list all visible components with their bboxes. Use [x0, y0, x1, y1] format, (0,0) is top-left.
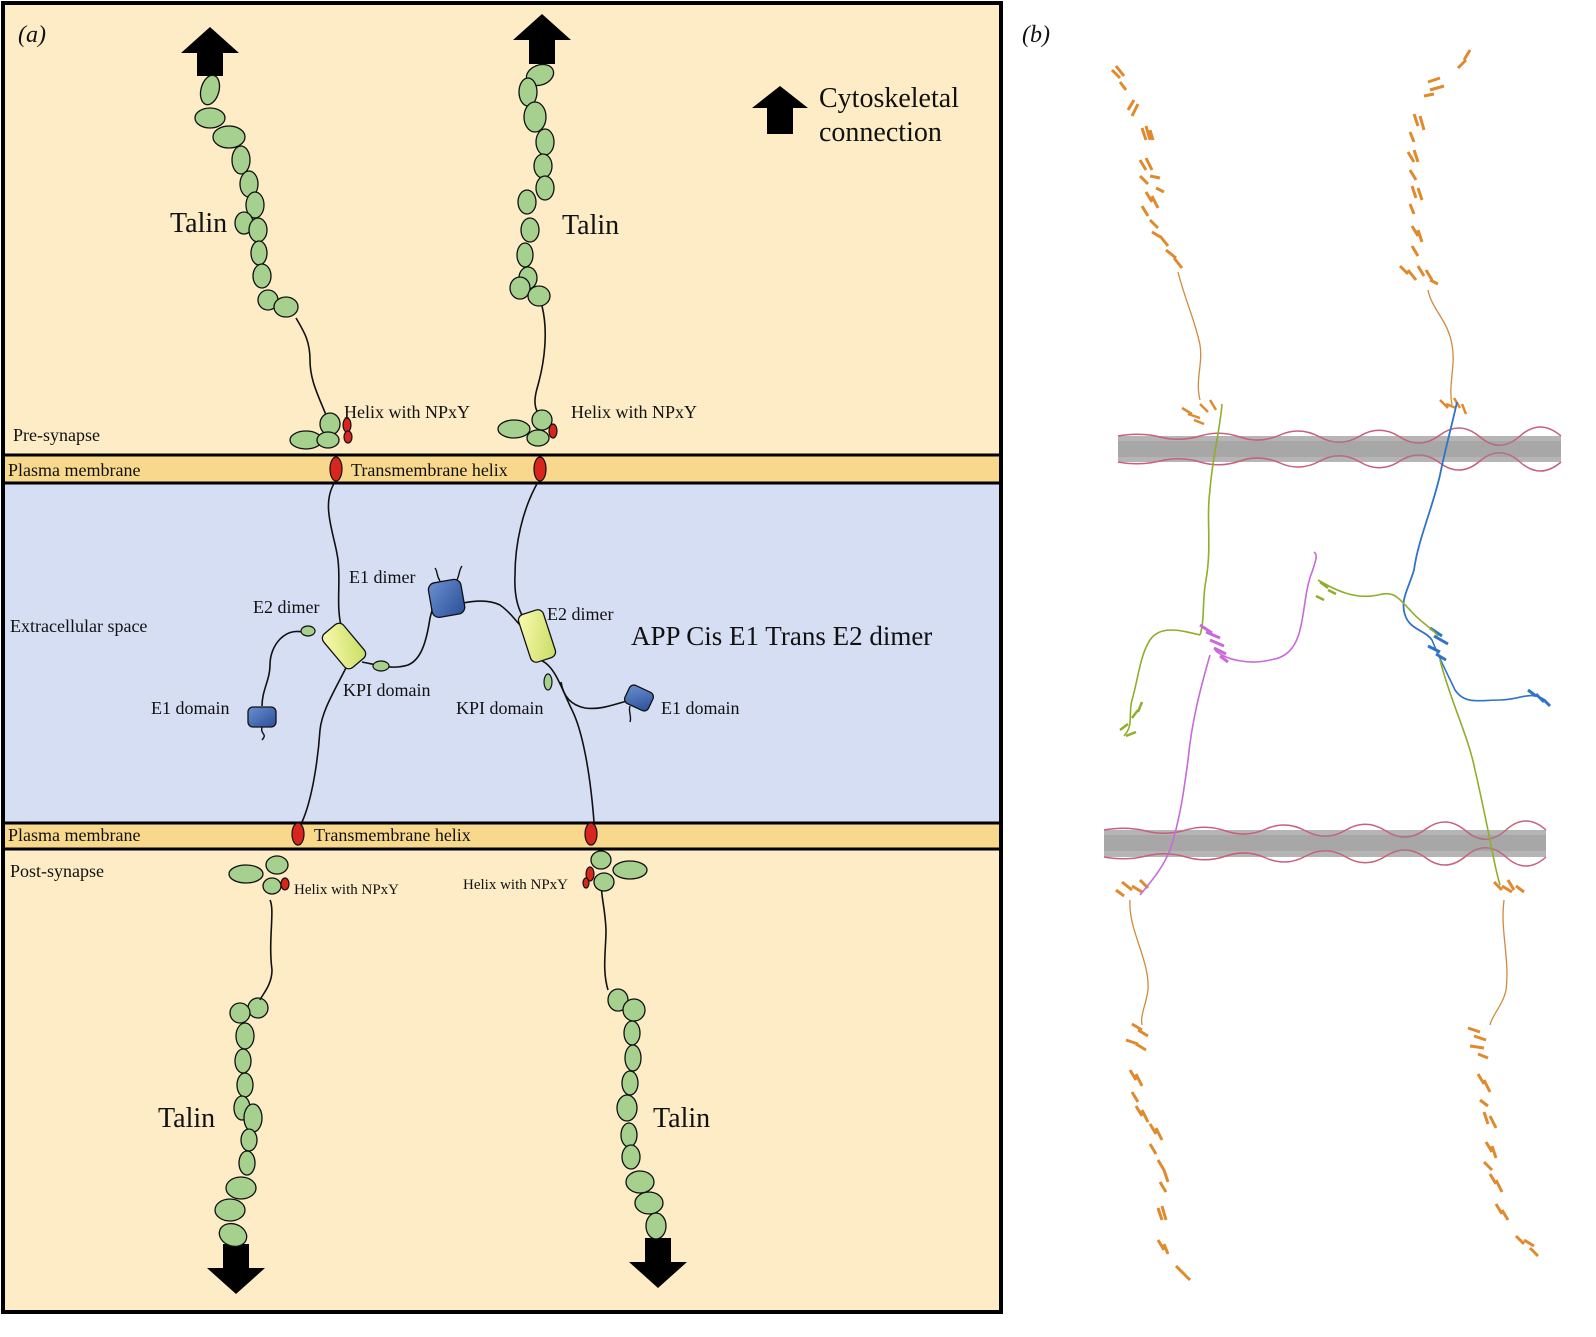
post-synapse-label: Post-synapse: [10, 861, 104, 881]
diagram-title: APP Cis E1 Trans E2 dimer: [631, 621, 932, 651]
bilayer-top: [1117, 426, 1562, 472]
arrow-up-icon: [513, 14, 571, 64]
talin-structure-bottom-right: [1467, 879, 1540, 1258]
plasma-membrane-bottom-label: Plasma membrane: [8, 825, 140, 845]
npxy-helix: [548, 423, 558, 439]
app-chain-blue: [1402, 401, 1458, 641]
arrow-down-icon: [207, 1244, 265, 1294]
e2-dimer-left: [321, 622, 367, 670]
tm-helix-bottom-right: [584, 822, 598, 846]
tm-helix-bottom-left: [291, 822, 305, 846]
kpi-domain-label: KPI domain: [343, 680, 431, 700]
pre-synapse-label: Pre-synapse: [13, 425, 100, 445]
app-chain-green-top: [1199, 403, 1223, 636]
app-chain-magenta-top: [1214, 551, 1317, 663]
npxy-helix: [280, 877, 290, 891]
app-chain-blue-tail: [1431, 639, 1546, 702]
talin-bottom-right: [607, 988, 667, 1240]
extracellular-region: [3, 483, 1001, 823]
talin-structure-top-left: [1110, 65, 1184, 269]
helix-npxy-label: Helix with NPxY: [463, 877, 568, 893]
red-helices: [280, 417, 598, 891]
app-chain-magenta-bottom: [1139, 654, 1211, 896]
npxy-cluster-top-right: [497, 409, 553, 447]
e1-dimer-label: E1 dimer: [349, 567, 415, 587]
tm-helix-label: Transmembrane helix: [314, 825, 471, 845]
plasma-membrane-top: [3, 455, 1001, 483]
legend-line-1: Cytoskeletal: [819, 83, 959, 114]
talin-label: Talin: [653, 1103, 710, 1134]
e2-dimer-label: E2 dimer: [253, 597, 319, 617]
e2-dimer-right: [517, 609, 557, 663]
talin-top-right: [509, 63, 555, 307]
arrow-up-icon: [181, 27, 239, 76]
plasma-membrane-top-label: Plasma membrane: [8, 460, 140, 480]
helix-npxy-label: Helix with NPxY: [344, 402, 470, 422]
tm-helix-top-left: [329, 456, 343, 482]
app-e1-green: [1119, 701, 1144, 738]
arrow-up-icon: [752, 86, 808, 134]
e1-domain-left-block: [247, 706, 277, 728]
extracellular-label: Extracellular space: [10, 616, 147, 636]
e1-domains: [247, 578, 655, 728]
talin-structure-top-right: [1398, 49, 1472, 286]
plasma-membrane-bottom: [3, 823, 1001, 849]
talin-structure-bottom-left: [1115, 878, 1192, 1282]
e1-tails: [260, 565, 632, 741]
talin-head-top-left: [1181, 399, 1218, 426]
panel-a-frame: [1, 1, 1003, 1314]
talin-label: Talin: [170, 208, 227, 239]
npxy-helix: [582, 877, 590, 889]
npxy-cluster-bottom-left: [228, 855, 289, 895]
npxy-cluster-bottom-right: [590, 850, 648, 892]
helix-npxy-label: Helix with NPxY: [571, 402, 697, 422]
panel-b: (b): [1022, 22, 1562, 1282]
arrow-down-icon: [629, 1238, 687, 1288]
e1-domain-label: E1 domain: [661, 698, 740, 718]
npxy-cluster-top-left: [289, 412, 341, 450]
e1-dimer-block: [427, 578, 466, 619]
app-chain-green-bottom: [1439, 659, 1501, 886]
legend-line-2: connection: [819, 117, 942, 148]
panel-b-label: (b): [1022, 22, 1050, 48]
talin-top-left: [194, 74, 299, 318]
npxy-helix: [343, 430, 353, 444]
talin-bottom-left: [214, 997, 269, 1248]
app-e1-green-mid: [1315, 581, 1337, 602]
app-e2-magenta: [1199, 623, 1229, 664]
post-synapse-region: [3, 849, 1001, 1312]
pre-synapse-region: [3, 3, 1001, 455]
talin-head-top-right: [1439, 397, 1468, 415]
e1-domain-label: E1 domain: [151, 698, 230, 718]
app-e2-blue: [1427, 626, 1552, 708]
tm-helix-label: Transmembrane helix: [351, 460, 508, 480]
panel-a: (a) Cytoskeletal connection: [1, 1, 1003, 1314]
e1-domain-right-block: [623, 684, 655, 712]
app-chain-green-left: [1123, 629, 1201, 737]
app-chain-green-mid: [1317, 579, 1439, 637]
bilayer-bottom: [1103, 820, 1547, 867]
npxy-helix: [585, 866, 595, 882]
panel-a-label: (a): [18, 22, 46, 48]
tm-helix-top-right: [533, 456, 547, 482]
talin-label: Talin: [562, 210, 619, 241]
talin-label: Talin: [158, 1103, 215, 1134]
kpi-domains: [300, 625, 553, 691]
helix-npxy-label: Helix with NPxY: [294, 882, 399, 898]
kpi-domain-label: KPI domain: [456, 698, 544, 718]
e2-dimer-label: E2 dimer: [547, 604, 613, 624]
